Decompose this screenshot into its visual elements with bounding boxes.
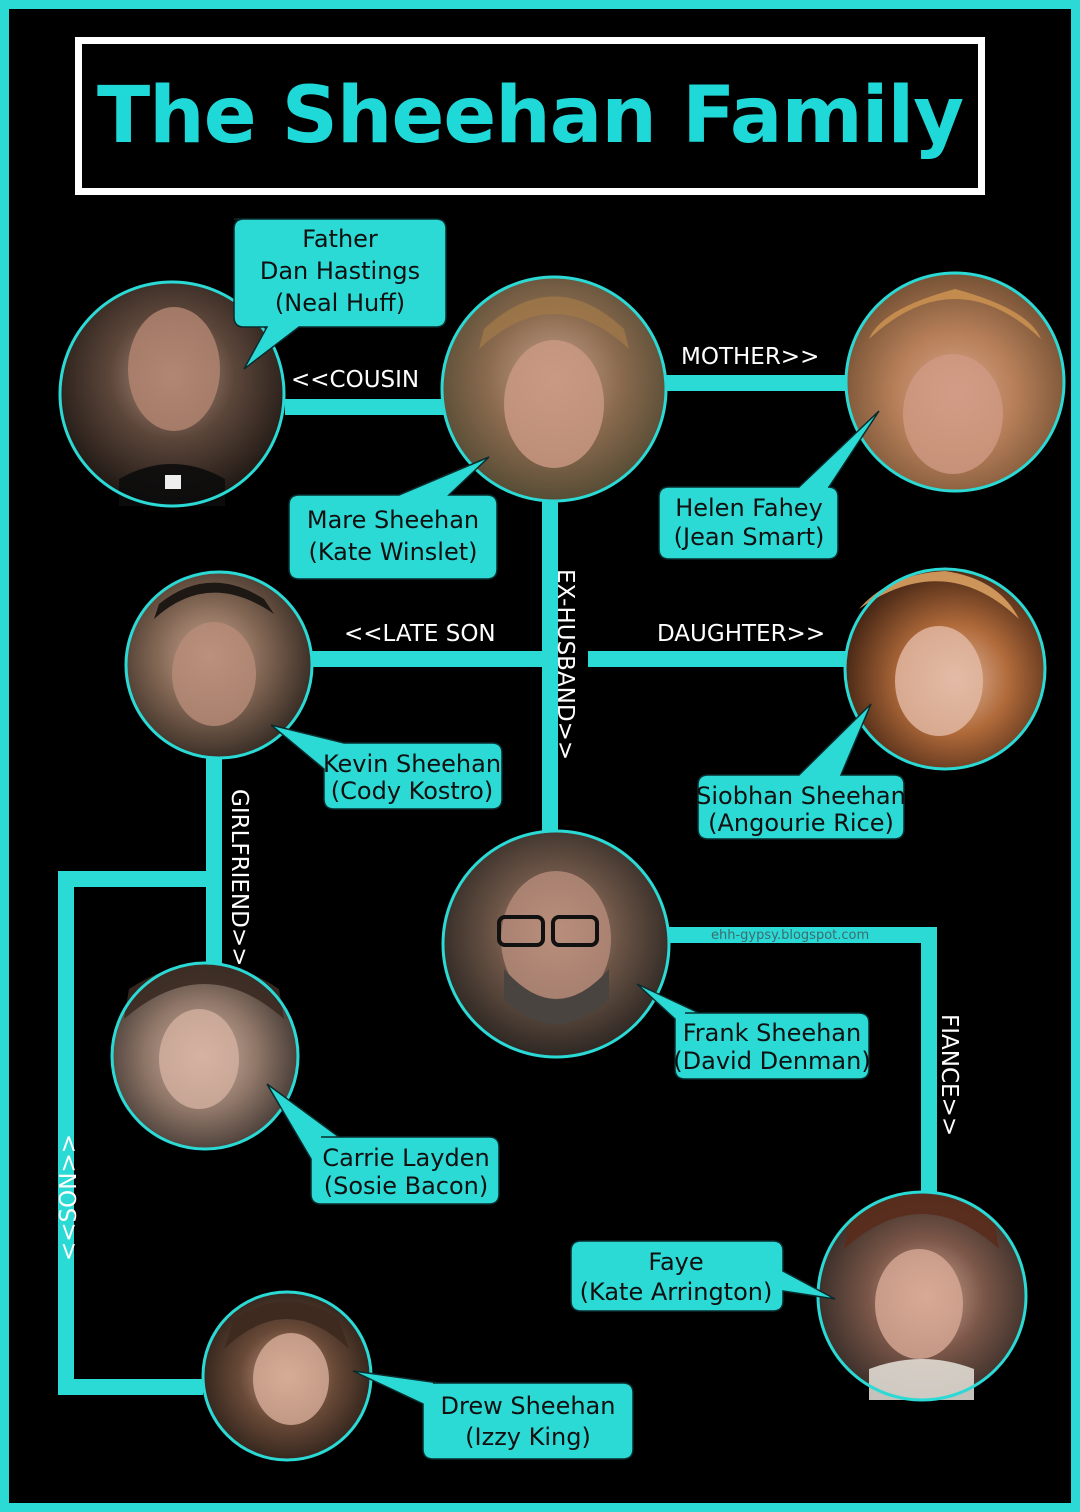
connector-daughter — [588, 651, 848, 667]
portrait-helen — [846, 273, 1064, 491]
portrait-frank — [443, 831, 669, 1057]
name-line: Siobhan Sheehan — [696, 782, 906, 810]
name-line: Mare Sheehan — [307, 506, 479, 534]
name-line: (Izzy King) — [465, 1423, 591, 1451]
name-line: (Angourie Rice) — [708, 809, 894, 837]
name-line: Carrie Layden — [322, 1144, 489, 1172]
name-bubble-mare: Mare Sheehan (Kate Winslet) — [289, 457, 497, 579]
name-bubble-helen: Helen Fahey (Jean Smart) — [659, 411, 879, 559]
connector-girlfriend — [206, 747, 222, 969]
name-line: (Jean Smart) — [674, 523, 825, 551]
name-line: Dan Hastings — [260, 257, 420, 285]
connector-son-left — [58, 871, 74, 1395]
relation-late-son-label: <<LATE SON — [344, 621, 496, 647]
relationship-diagram: <<COUSIN MOTHER>> EX-HUSBAND>> <<LATE SO… — [9, 9, 1071, 1503]
relation-ex-husband-label: EX-HUSBAND>> — [552, 569, 578, 760]
name-line: (Cody Kostro) — [331, 777, 493, 805]
name-line: (Kate Arrington) — [580, 1278, 773, 1306]
name-line: (Kate Winslet) — [309, 538, 478, 566]
relation-daughter-label: DAUGHTER>> — [657, 621, 825, 647]
relation-fiance-label: FIANCE>> — [936, 1014, 962, 1136]
relation-cousin-label: <<COUSIN — [291, 367, 419, 393]
name-bubble-kevin: Kevin Sheehan (Cody Kostro) — [271, 725, 502, 809]
name-line: Kevin Sheehan — [323, 750, 501, 778]
name-line: Father — [302, 225, 378, 253]
name-line: (David Denman) — [673, 1047, 870, 1075]
name-bubble-carrie: Carrie Layden (Sosie Bacon) — [267, 1084, 499, 1204]
relation-son-label: <<SON>> — [56, 1134, 82, 1261]
watermark: ehh-gypsy.blogspot.com — [711, 928, 869, 943]
connector-cousin — [285, 399, 445, 415]
name-line: (Neal Huff) — [275, 289, 405, 317]
connector-late-son — [307, 651, 548, 667]
portrait-faye — [818, 1192, 1026, 1400]
name-line: Frank Sheehan — [683, 1019, 861, 1047]
portrait-drew — [203, 1292, 371, 1460]
connector-son-bottom — [58, 1379, 203, 1395]
name-bubble-frank: Frank Sheehan (David Denman) — [637, 984, 871, 1079]
portrait-siobhan — [845, 569, 1045, 769]
portrait-carrie — [112, 963, 298, 1149]
name-line: (Sosie Bacon) — [324, 1172, 488, 1200]
name-bubble-dan: Father Dan Hastings (Neal Huff) — [234, 219, 446, 369]
name-line: Drew Sheehan — [441, 1392, 616, 1420]
relation-mother-label: MOTHER>> — [681, 344, 819, 370]
connector-mother — [664, 375, 849, 391]
relation-girlfriend-label: GIRLFRIEND>> — [226, 789, 252, 966]
name-line: Helen Fahey — [675, 494, 823, 522]
name-bubble-faye: Faye (Kate Arrington) — [571, 1241, 835, 1311]
name-line: Faye — [648, 1248, 703, 1276]
connector-fiance-right — [921, 927, 937, 1197]
connector-son-top — [58, 871, 218, 887]
name-bubble-drew: Drew Sheehan (Izzy King) — [353, 1371, 633, 1459]
